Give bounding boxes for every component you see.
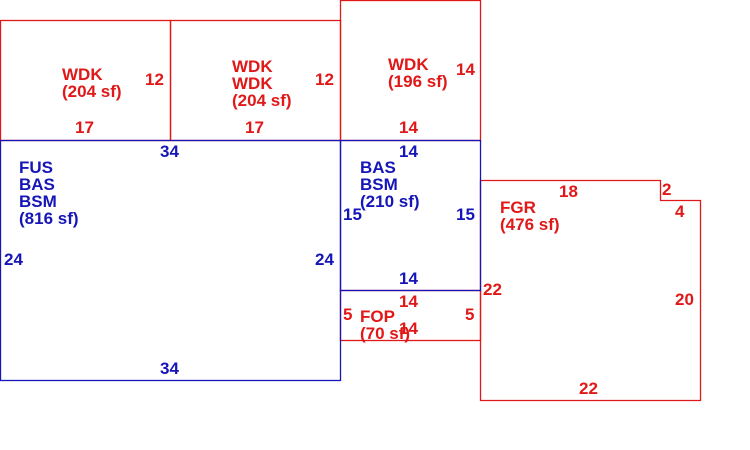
- label-line: (210 sf): [360, 192, 420, 211]
- wdk-left-dim-right: 12: [145, 70, 164, 89]
- label-line: FGR: [500, 198, 536, 217]
- fop-dim-top: 14: [399, 292, 418, 311]
- fop-label: FOP (70 sf): [360, 308, 410, 342]
- bas-right-dim-left: 15: [343, 205, 362, 224]
- bas-right-dim-right: 15: [456, 205, 475, 224]
- label-line: WDK: [232, 57, 273, 76]
- fop-dim-left: 5: [343, 305, 353, 324]
- wdk-right-dim-bottom: 14: [399, 118, 418, 137]
- label-line: WDK: [388, 55, 429, 74]
- label-line: WDK: [62, 65, 103, 84]
- fop-dim-bottom: 14: [399, 319, 418, 338]
- label-line: BSM: [19, 192, 57, 211]
- fgr-dim-top: 18: [559, 182, 578, 201]
- bas-right-label: BAS BSM (210 sf): [360, 159, 420, 210]
- fgr-dim-bottom: 22: [579, 379, 598, 398]
- main-dim-left: 24: [4, 250, 23, 269]
- label-line: FOP: [360, 307, 395, 326]
- label-line: (196 sf): [388, 72, 448, 91]
- wdk-right-label: WDK (196 sf): [388, 56, 448, 90]
- fgr-dim-left: 22: [483, 280, 502, 299]
- wdk-mid-dim-bottom: 17: [245, 118, 264, 137]
- fgr-outline: [479, 179, 702, 402]
- bas-right-dim-top: 14: [399, 142, 418, 161]
- fgr-label: FGR (476 sf): [500, 199, 560, 233]
- label-line: BAS: [360, 158, 396, 177]
- fop-dim-right: 5: [465, 305, 475, 324]
- fgr-dim-jog-top: 2: [662, 180, 672, 199]
- label-line: (476 sf): [500, 215, 560, 234]
- wdk-mid-label: WDK WDK (204 sf): [232, 58, 292, 109]
- bas-right-outline: [339, 139, 482, 292]
- fgr-dim-jog-side: 4: [675, 202, 685, 221]
- label-line: (70 sf): [360, 324, 411, 343]
- wdk-left-label: WDK (204 sf): [62, 66, 122, 100]
- fgr-dim-right: 20: [675, 290, 694, 309]
- main-dim-top: 34: [160, 142, 179, 161]
- label-line: FUS: [19, 158, 53, 177]
- label-line: (204 sf): [62, 82, 122, 101]
- main-area-label: FUS BAS BSM (816 sf): [19, 159, 79, 227]
- wdk-right-dim-right: 14: [456, 60, 475, 79]
- main-dim-right: 24: [315, 250, 334, 269]
- label-line: (204 sf): [232, 91, 292, 110]
- wdk-left-dim-bottom: 17: [75, 118, 94, 137]
- label-line: BAS: [19, 175, 55, 194]
- main-dim-bottom: 34: [160, 359, 179, 378]
- label-line: BSM: [360, 175, 398, 194]
- label-line: WDK: [232, 74, 273, 93]
- bas-right-dim-bottom: 14: [399, 269, 418, 288]
- label-line: (816 sf): [19, 209, 79, 228]
- wdk-mid-dim-right: 12: [315, 70, 334, 89]
